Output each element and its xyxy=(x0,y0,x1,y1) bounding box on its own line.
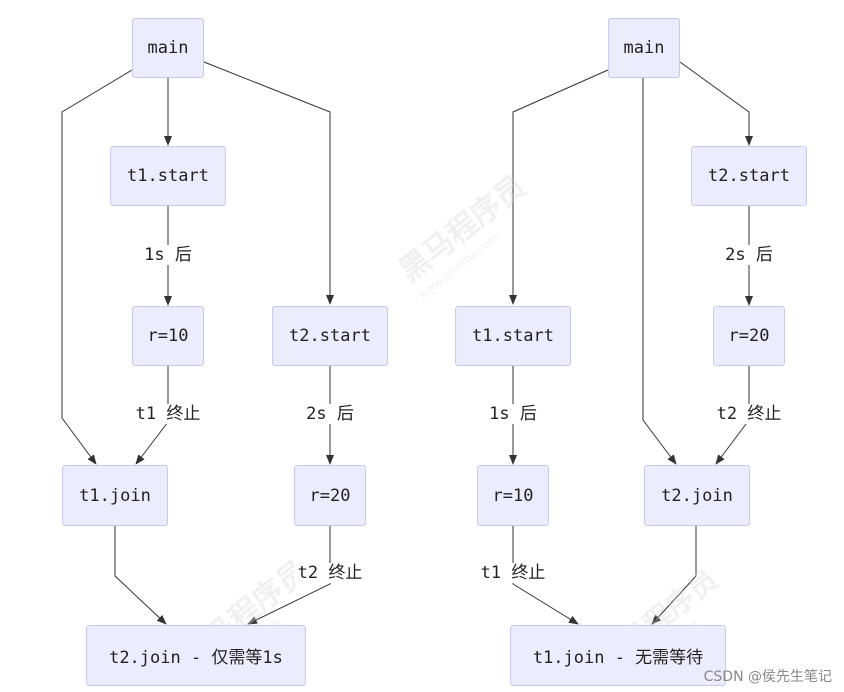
watermark: 黑马程序员 www.itheima.com xyxy=(392,168,533,302)
edge-main-t1-join xyxy=(61,69,133,465)
node-r10: r=10 xyxy=(132,306,204,366)
credit-text: CSDN @侯先生笔记 xyxy=(703,669,832,685)
node-end: t2.join - 仅需等1s xyxy=(86,625,306,686)
node-t2-join: t2.join xyxy=(644,465,750,526)
node-t1-start: t1.start xyxy=(455,306,571,366)
edge-main-t2-start-right xyxy=(679,61,753,146)
edge-label: t2 终止 xyxy=(294,563,366,583)
edge-t1-join-end xyxy=(114,526,167,625)
node-main: main xyxy=(132,18,204,78)
node-t1-join: t1.join xyxy=(62,465,168,526)
edge-label: t2 终止 xyxy=(713,404,785,424)
node-main: main xyxy=(608,18,680,78)
node-t2-start: t2.start xyxy=(691,146,807,206)
edge-label: 1s 后 xyxy=(486,404,540,424)
edge-label: 1s 后 xyxy=(141,245,195,265)
edge-label: 2s 后 xyxy=(303,404,357,424)
edge-main-t1-start-right xyxy=(509,69,609,305)
edge-label: t1 终止 xyxy=(477,563,549,583)
node-t1-start: t1.start xyxy=(110,146,226,206)
node-r20: r=20 xyxy=(713,306,785,366)
node-r20: r=20 xyxy=(294,465,366,526)
edge-main-t2-join-right xyxy=(642,78,677,465)
edge-label: t1 终止 xyxy=(132,404,204,424)
node-end: t1.join - 无需等待 xyxy=(510,625,726,686)
node-r10: r=10 xyxy=(477,465,549,526)
node-t2-start: t2.start xyxy=(272,306,388,366)
edge-label: 2s 后 xyxy=(722,245,776,265)
